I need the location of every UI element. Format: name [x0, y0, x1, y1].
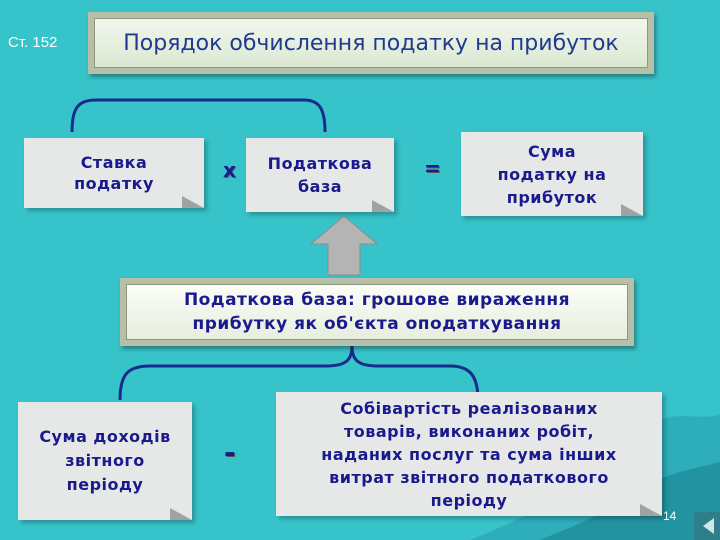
- slide-number: 14: [663, 509, 677, 523]
- tax-base-note: Податкова база: [246, 138, 394, 212]
- tax-rate-note: Ставка податку: [24, 138, 204, 208]
- page-title: Порядок обчислення податку на прибуток: [94, 18, 648, 68]
- bottom-bracket: [118, 345, 480, 401]
- tax-amount-label: Сума податку на прибуток: [497, 141, 607, 207]
- nav-button-icon[interactable]: [694, 512, 720, 540]
- equals-operator: =: [424, 156, 441, 180]
- tax-rate-label: Ставка податку: [74, 153, 154, 193]
- up-arrow: [309, 215, 379, 276]
- cost-label: Собівартість реалізованих товарів, викон…: [321, 398, 617, 510]
- tax-base-definition: Податкова база: грошове вираження прибут…: [126, 284, 628, 340]
- multiply-operator: х: [223, 158, 236, 182]
- top-bracket: [70, 98, 327, 133]
- cost-note: Собівартість реалізованих товарів, викон…: [276, 392, 662, 516]
- tax-amount-note: Сума податку на прибуток: [461, 132, 643, 216]
- revenue-note: Сума доходів звітного періоду: [18, 402, 192, 520]
- title-frame: Порядок обчислення податку на прибуток: [88, 12, 654, 74]
- minus-operator: -: [224, 436, 236, 469]
- tax-base-definition-frame: Податкова база: грошове вираження прибут…: [120, 278, 634, 346]
- tax-base-label: Податкова база: [267, 154, 373, 196]
- page-reference: Ст. 152: [8, 34, 58, 51]
- revenue-label: Сума доходів звітного періоду: [39, 427, 171, 494]
